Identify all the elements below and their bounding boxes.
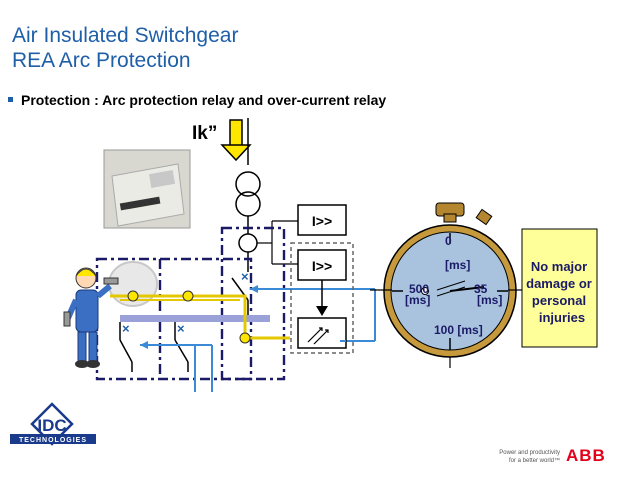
relay1-label: I>> <box>312 213 332 229</box>
clock-label-0: 0 <box>445 234 452 248</box>
bullet-item: Protection : Arc protection relay and ov… <box>8 92 386 108</box>
slide-title-line2: REA Arc Protection <box>12 49 191 72</box>
feeder-breakers <box>119 322 189 372</box>
svg-text:×: × <box>122 321 130 336</box>
footer-tagline-line1: Power and productivity <box>499 450 560 456</box>
callout-line4: injuries <box>539 310 585 325</box>
clock-label-500-unit: [ms] <box>405 293 430 307</box>
idc-logo: IDC TECHNOLOGIES <box>10 402 96 446</box>
result-callout <box>521 228 598 348</box>
relay-device-photo <box>103 149 191 229</box>
arc-relay-symbol-icon <box>307 327 329 345</box>
clock-label-35: 35 <box>474 282 488 296</box>
bullet-marker <box>8 96 13 102</box>
clock-label-500: 500 <box>409 282 429 296</box>
relay2-label: I>> <box>312 258 332 274</box>
callout-line3: personal <box>532 293 586 308</box>
fault-current-label: Ik” <box>192 123 217 144</box>
trip-signal-lines <box>140 288 376 392</box>
footer-tagline: Power and productivity for a better worl… <box>482 449 560 465</box>
svg-text:×: × <box>177 321 185 336</box>
stopwatch-icon <box>383 202 517 358</box>
arc-light-sensor-icon <box>127 290 251 344</box>
relay-panel-outline <box>290 242 354 354</box>
clock-label-0-unit: [ms] <box>445 258 470 272</box>
idc-logo-subtext: TECHNOLOGIES <box>19 437 87 444</box>
overcurrent-relay-2 <box>297 249 347 281</box>
callout-line2: damage or <box>526 276 592 291</box>
clock-label-100: 100 [ms] <box>434 323 483 337</box>
arc-sensor-fibre <box>110 294 290 340</box>
clock-label-35-unit: [ms] <box>477 293 502 307</box>
svg-text:×: × <box>241 269 249 284</box>
abb-logo: ABB <box>566 446 606 465</box>
transformer-icon <box>235 171 261 217</box>
busbar <box>120 315 270 322</box>
bullet-text: Protection : Arc protection relay and ov… <box>21 92 387 108</box>
fault-current-arrow-icon <box>220 119 252 162</box>
technician-icon <box>63 267 119 368</box>
idc-logo-text: IDC <box>37 416 66 435</box>
overcurrent-relay-1 <box>297 204 347 236</box>
slide-title-line1: Air Insulated Switchgear <box>12 24 239 47</box>
arc-protection-relay <box>297 317 347 349</box>
current-transformer-icon <box>238 233 258 253</box>
callout-line1: No major <box>531 259 587 274</box>
footer-tagline-line2: for a better world™ <box>508 458 560 464</box>
